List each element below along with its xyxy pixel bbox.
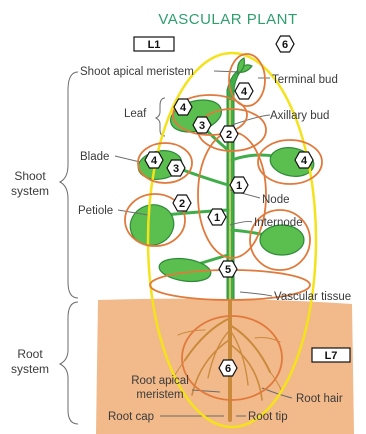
hex-marker-petiole: 2	[173, 195, 191, 211]
box-tag-l7: L7	[312, 348, 350, 362]
svg-text:1: 1	[214, 212, 220, 224]
svg-text:L7: L7	[325, 350, 338, 362]
hex-marker-stem-upper: 2	[220, 126, 238, 142]
label-shoot-system-line1: Shoot	[14, 169, 46, 183]
hex-marker-top-right: 6	[276, 36, 294, 52]
label-node: Node	[262, 194, 290, 206]
label-terminal-bud: Terminal bud	[272, 74, 338, 86]
label-internode: Internode	[254, 217, 303, 229]
label-root-tip: Root tip	[248, 411, 288, 423]
svg-text:3: 3	[199, 120, 205, 132]
label-root-cap: Root cap	[108, 411, 154, 423]
box-tag-l1: L1	[134, 37, 174, 51]
hex-marker-node: 1	[230, 177, 248, 193]
label-root-apical-meristem-line2: meristem	[136, 389, 183, 401]
label-leaf: Leaf	[124, 108, 147, 120]
svg-text:L1: L1	[148, 39, 161, 51]
label-root-hair: Root hair	[296, 393, 343, 405]
svg-text:4: 4	[180, 102, 187, 114]
svg-text:4: 4	[241, 86, 248, 98]
label-petiole: Petiole	[78, 205, 113, 217]
hex-marker-right-leaf: 4	[295, 152, 313, 168]
hex-marker-root: 6	[219, 360, 237, 376]
svg-text:2: 2	[226, 129, 232, 141]
label-shoot-apical-meristem: Shoot apical meristem	[80, 66, 194, 78]
label-root-apical-meristem-line1: Root apical	[131, 375, 189, 387]
hex-marker-blade-1: 4	[145, 152, 163, 168]
label-root-system-line2: system	[11, 362, 49, 376]
diagram-title: VASCULAR PLANT	[158, 11, 297, 28]
svg-text:6: 6	[282, 39, 288, 51]
svg-text:4: 4	[301, 155, 308, 167]
hex-marker-leaf-upper-2: 3	[193, 117, 211, 133]
svg-text:5: 5	[225, 264, 231, 276]
hex-marker-blade-2: 3	[167, 160, 185, 176]
label-axillary-bud: Axillary bud	[270, 110, 329, 122]
hex-marker-terminal-bud: 4	[235, 83, 253, 99]
hex-marker-leaf-upper-1: 4	[174, 99, 192, 115]
label-blade: Blade	[80, 151, 109, 163]
hex-marker-vascular: 5	[219, 261, 237, 277]
svg-text:4: 4	[151, 155, 158, 167]
label-vascular-tissue: Vascular tissue	[274, 291, 351, 303]
hex-marker-internode: 1	[208, 209, 226, 225]
svg-text:1: 1	[236, 180, 242, 192]
svg-text:2: 2	[179, 198, 185, 210]
svg-text:3: 3	[173, 163, 179, 175]
svg-text:6: 6	[225, 363, 231, 375]
label-root-system-line1: Root	[17, 347, 43, 361]
label-shoot-system-line2: system	[11, 184, 49, 198]
